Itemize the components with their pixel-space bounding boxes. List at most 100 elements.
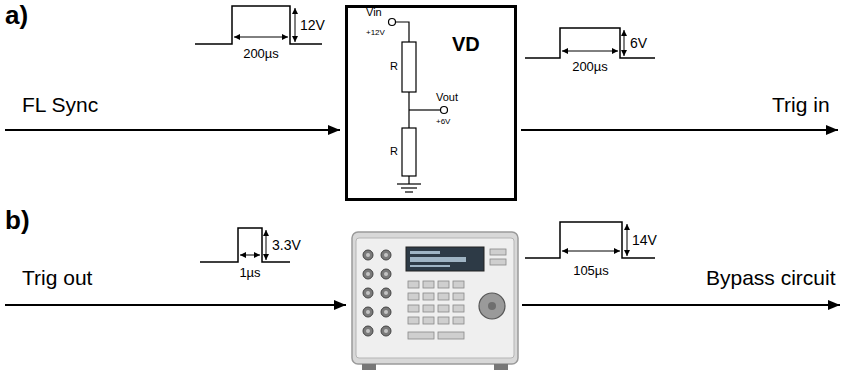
pulse-width: 105µs — [573, 264, 609, 279]
function-generator-part-part — [408, 293, 419, 300]
pulse-width: 200µs — [572, 60, 608, 75]
function-generator-part — [363, 250, 391, 336]
function-generator-part — [410, 251, 440, 254]
voltage-divider-schematic-part — [397, 183, 421, 184]
dimension-arrow-part — [240, 255, 260, 256]
function-generator-part-part — [384, 329, 388, 333]
function-generator-part-part — [453, 305, 464, 312]
terminal-label: Vout — [436, 91, 458, 104]
dimension-arrow-part — [234, 37, 288, 38]
function-generator-part-part — [408, 332, 434, 339]
signal-arrow-part — [5, 304, 346, 306]
dimension-arrow-part — [562, 51, 618, 52]
function-generator-part-part — [490, 259, 506, 265]
function-generator-part-part — [438, 305, 449, 312]
function-generator-part-part — [363, 288, 373, 298]
function-generator-part-part — [453, 317, 464, 324]
voltage-divider-schematic-part — [405, 191, 413, 192]
voltage-divider-schematic-part — [402, 128, 416, 176]
function-generator-part-part — [366, 272, 370, 276]
resistor-label: R — [390, 60, 398, 73]
voltage-divider-schematic-part — [396, 22, 410, 42]
voltage-divider-schematic-part — [408, 176, 409, 184]
function-generator-part-part — [363, 326, 373, 336]
function-generator-part — [408, 249, 506, 339]
function-generator-part-part — [381, 288, 391, 298]
voltage-label: +12V — [366, 28, 385, 37]
function-generator-part — [410, 265, 450, 267]
signal-name: Bypass circuit — [706, 266, 836, 290]
panel-letter: b) — [5, 206, 30, 236]
signal-arrow-part — [522, 304, 840, 306]
voltage-label: +6V — [436, 117, 450, 126]
function-generator-part-part — [384, 310, 388, 314]
pulse-waveform — [195, 6, 655, 262]
voltage-divider-schematic-part — [401, 187, 417, 188]
function-generator-part-part — [363, 307, 373, 317]
function-generator-part-part — [384, 291, 388, 295]
dimension-arrow-part — [266, 230, 267, 260]
voltage-divider-schematic — [389, 19, 448, 193]
pulse-amplitude: 12V — [300, 17, 325, 33]
terminal-label: Vin — [366, 6, 382, 19]
function-generator-part-part — [423, 281, 434, 288]
dimension-arrow-part — [295, 8, 296, 42]
signal-name: FL Sync — [22, 93, 98, 117]
pulse-width: 200µs — [243, 47, 279, 62]
function-generator-part-part — [408, 317, 419, 324]
function-generator-part-part — [438, 332, 464, 339]
function-generator-part-part — [453, 293, 464, 300]
function-generator-part — [494, 364, 508, 370]
dimension-arrow-part — [627, 224, 628, 256]
voltage-divider-schematic-part — [389, 19, 396, 26]
voltage-divider-schematic-part — [441, 107, 448, 114]
voltage-divider-schematic-part — [402, 42, 416, 92]
function-generator-part-part — [423, 293, 434, 300]
function-generator-part-part — [408, 281, 419, 288]
pulse-width: 1µs — [239, 266, 260, 281]
signal-arrow-part — [5, 129, 340, 131]
panel-letter: a) — [5, 1, 28, 31]
dimension-arrow-part — [624, 30, 625, 56]
function-generator-part-part — [381, 269, 391, 279]
function-generator-part-part — [408, 305, 419, 312]
function-generator-part-part — [453, 281, 464, 288]
function-generator-part-part — [363, 269, 373, 279]
function-generator-part — [352, 232, 518, 364]
function-generator-part-part — [384, 253, 388, 257]
signal-name: Trig out — [22, 266, 92, 290]
dimension-arrow-part — [562, 251, 620, 252]
function-generator-part-part — [438, 293, 449, 300]
function-generator-part — [479, 293, 505, 319]
dimension-arrow — [234, 8, 627, 260]
pulse-amplitude: 6V — [630, 35, 647, 51]
resistor-label: R — [390, 145, 398, 158]
function-generator-part-part — [366, 291, 370, 295]
pulse-amplitude: 3.3V — [272, 237, 301, 253]
function-generator-part — [406, 247, 484, 271]
function-generator-part-part — [490, 249, 506, 255]
function-generator-part-part — [423, 317, 434, 324]
function-generator-part-part — [366, 253, 370, 257]
pulse-waveform-part — [525, 28, 655, 58]
voltage-divider-schematic-part — [409, 109, 441, 110]
function-generator-part-part — [363, 250, 373, 260]
function-generator-part-part — [381, 307, 391, 317]
function-generator-part-part — [438, 281, 449, 288]
box-title: VD — [452, 33, 480, 56]
function-generator-part — [356, 238, 514, 358]
signal-name: Trig in — [772, 93, 830, 117]
signal-arrow-part — [521, 129, 838, 131]
function-generator-part — [488, 302, 496, 310]
function-generator-part — [362, 364, 376, 370]
function-generator-part — [366, 253, 388, 333]
function-generator-part-part — [381, 250, 391, 260]
function-generator-part-part — [366, 310, 370, 314]
function-generator-part-part — [381, 326, 391, 336]
pulse-amplitude: 14V — [632, 232, 657, 248]
function-generator — [352, 232, 518, 370]
function-generator-part-part — [366, 329, 370, 333]
function-generator-part-part — [423, 305, 434, 312]
